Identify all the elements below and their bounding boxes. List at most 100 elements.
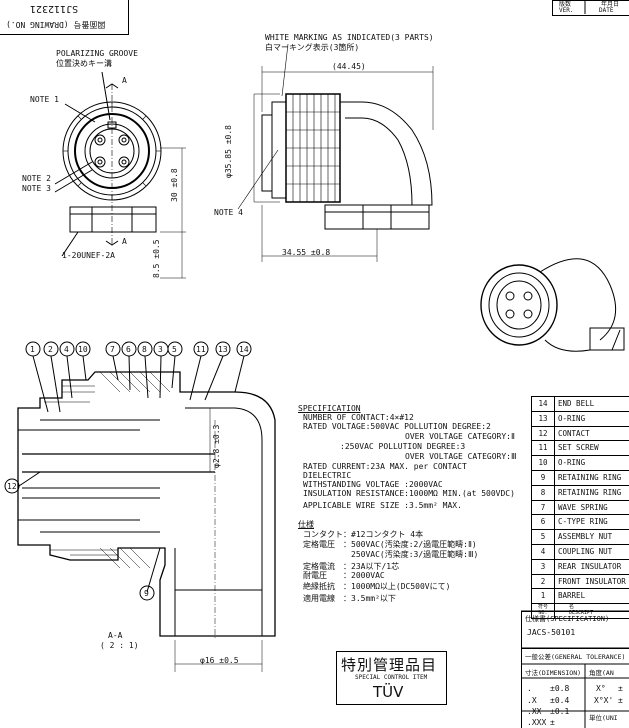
spec-jp-line: コンタクト：#12コンタクト 4本 bbox=[303, 530, 424, 539]
tolerance-heading: 一般公差(GENERAL TOLERANCE) bbox=[525, 653, 626, 661]
part-description: END BELL bbox=[558, 399, 595, 408]
part-description: ASSEMBLY NUT bbox=[558, 532, 613, 542]
date-label-jp: 年月日 bbox=[601, 1, 620, 8]
parts-header-no-en: NO. bbox=[538, 610, 548, 617]
spec-sheet-label: 仕様書(SPECIFICATION) bbox=[525, 615, 610, 623]
dim-34-55: 34.55 ±0.8 bbox=[282, 248, 331, 257]
spec-jp-line: 適用電線 ：3.5mm²以下 bbox=[303, 594, 396, 603]
drawing-number-block: SJ112321 図面番号 (DRAWING NO.) bbox=[0, 0, 129, 35]
balloon-1: 1 bbox=[30, 345, 35, 354]
tol-r4b: ± bbox=[550, 718, 555, 727]
parts-header-desc-jp: 名 bbox=[569, 604, 575, 611]
part-number: 14 bbox=[532, 397, 555, 411]
part-number: 3 bbox=[532, 559, 555, 574]
section-a-bottom: A bbox=[122, 237, 127, 246]
tol-r1a: . bbox=[527, 684, 532, 693]
note-1: NOTE 1 bbox=[30, 95, 59, 104]
tol-r3a: .XX bbox=[527, 707, 542, 716]
rev-label-jp: 版数 bbox=[559, 1, 572, 8]
spec-jp-line: 絶縁抵抗 ：1000MΩ以上(DC500Vにて) bbox=[303, 582, 451, 591]
general-tolerance-block: 一般公差(GENERAL TOLERANCE) 寸法(DIMENSION) 角度… bbox=[521, 648, 629, 728]
part-description: FRONT INSULATOR bbox=[558, 576, 626, 586]
part-description: O-RING bbox=[558, 413, 586, 423]
part-number: 2 bbox=[532, 574, 555, 589]
spec-line: DIELECTRIC bbox=[303, 471, 352, 480]
spec-sheet-number: JACS-50101 bbox=[527, 628, 576, 637]
part-number: 13 bbox=[532, 411, 555, 426]
stamp-tuv: TÜV bbox=[373, 683, 404, 701]
part-description: BARREL bbox=[558, 591, 586, 601]
part-number: 4 bbox=[532, 544, 555, 559]
isometric-view bbox=[480, 258, 625, 352]
part-number: 1 bbox=[532, 589, 555, 604]
tol-r1c: X° bbox=[596, 684, 606, 693]
tol-r4a: .XXX bbox=[527, 718, 547, 727]
section-view bbox=[4, 341, 276, 672]
dim-44-45: (44.45) bbox=[332, 62, 366, 71]
thread-spec: 1-20UNEF-2A bbox=[62, 251, 115, 260]
tolerance-col-angle: 角度(AN bbox=[589, 669, 614, 677]
tol-r2a: .X bbox=[527, 696, 537, 705]
spec-jp-line: 定格電圧 ：500VAC(汚染度:2/過電圧範疇:Ⅱ) bbox=[303, 540, 477, 549]
part-number: 10 bbox=[532, 456, 555, 470]
tol-r2c: X°X' bbox=[594, 696, 614, 705]
spec-sheet-block: 仕様書(SPECIFICATION) JACS-50101 bbox=[521, 611, 629, 649]
stamp-en: SPECIAL CONTROL ITEM bbox=[355, 674, 428, 681]
tol-r1b: ±0.8 bbox=[550, 684, 570, 693]
rev-label-en: VER. bbox=[559, 7, 574, 14]
balloon-13: 13 bbox=[218, 345, 228, 354]
balloon-4: 4 bbox=[64, 345, 69, 354]
balloon-7: 7 bbox=[110, 345, 115, 354]
tol-r1d: ± bbox=[618, 684, 623, 693]
polarizing-groove-label-jp: 位置決めキー溝 bbox=[56, 59, 112, 68]
side-view bbox=[237, 43, 434, 262]
spec-line: OVER VOLTAGE CATEGORY:Ⅲ bbox=[405, 452, 517, 461]
spec-jp-line: 耐電圧 ：2000VAC bbox=[303, 571, 385, 580]
part-description: COUPLING NUT bbox=[558, 546, 613, 556]
balloon-3: 3 bbox=[158, 345, 163, 354]
balloon-14: 14 bbox=[239, 345, 249, 354]
part-description: RETAINING RING bbox=[558, 487, 622, 497]
parts-header-no-jp: 符号 bbox=[537, 604, 548, 611]
polarizing-groove-label: POLARIZING GROOVE bbox=[56, 49, 138, 58]
spec-jp-heading: 仕様 bbox=[298, 520, 314, 529]
part-description: CONTACT bbox=[558, 428, 590, 438]
tol-r2d: ± bbox=[618, 696, 623, 705]
special-control-stamp: 特別管理品目 SPECIAL CONTROL ITEM TÜV bbox=[336, 651, 447, 705]
balloon-10: 10 bbox=[78, 345, 88, 354]
part-description: O-RING bbox=[558, 458, 586, 468]
tolerance-col-dimension: 寸法(DIMENSION) bbox=[525, 669, 582, 677]
dim-16: φ16 ±0.5 bbox=[200, 656, 239, 665]
dim-30: 30 ±0.8 bbox=[170, 168, 179, 202]
dim-2-8: φ2.8 ±0.3 bbox=[212, 424, 221, 468]
balloon-11: 11 bbox=[196, 345, 206, 354]
part-number: 6 bbox=[532, 515, 555, 530]
spec-line: APPLICABLE WIRE SIZE :3.5mm² MAX. bbox=[303, 501, 462, 510]
part-number: 11 bbox=[532, 441, 555, 456]
dim-35-85: φ35.85 ±0.8 bbox=[224, 125, 233, 178]
tol-r3b: ±0.1 bbox=[550, 707, 570, 716]
spec-line: WITHSTANDING VOLTAGE :2000VAC bbox=[303, 480, 443, 489]
note-4: NOTE 4 bbox=[214, 208, 243, 217]
part-description: RETAINING RING bbox=[558, 472, 622, 482]
white-marking-label-jp: 白マーキング表示(3箇所) bbox=[265, 43, 360, 52]
balloon-12: 12 bbox=[7, 482, 17, 491]
spec-jp-line: 250VAC(汚染度:3/過電圧範疇:Ⅲ) bbox=[303, 550, 479, 559]
stamp-jp: 特別管理品目 bbox=[341, 656, 438, 674]
balloon-6: 6 bbox=[126, 345, 131, 354]
note-2: NOTE 2 bbox=[22, 174, 51, 183]
spec-line: NUMBER OF CONTACT:4×#12 bbox=[303, 413, 414, 422]
tol-r2b: ±0.4 bbox=[550, 696, 570, 705]
spec-line: INSULATION RESISTANCE:1000MΩ MIN.(at 500… bbox=[303, 489, 515, 498]
spec-line: RATED VOLTAGE:500VAC POLLUTION DEGREE:2 bbox=[303, 422, 491, 431]
